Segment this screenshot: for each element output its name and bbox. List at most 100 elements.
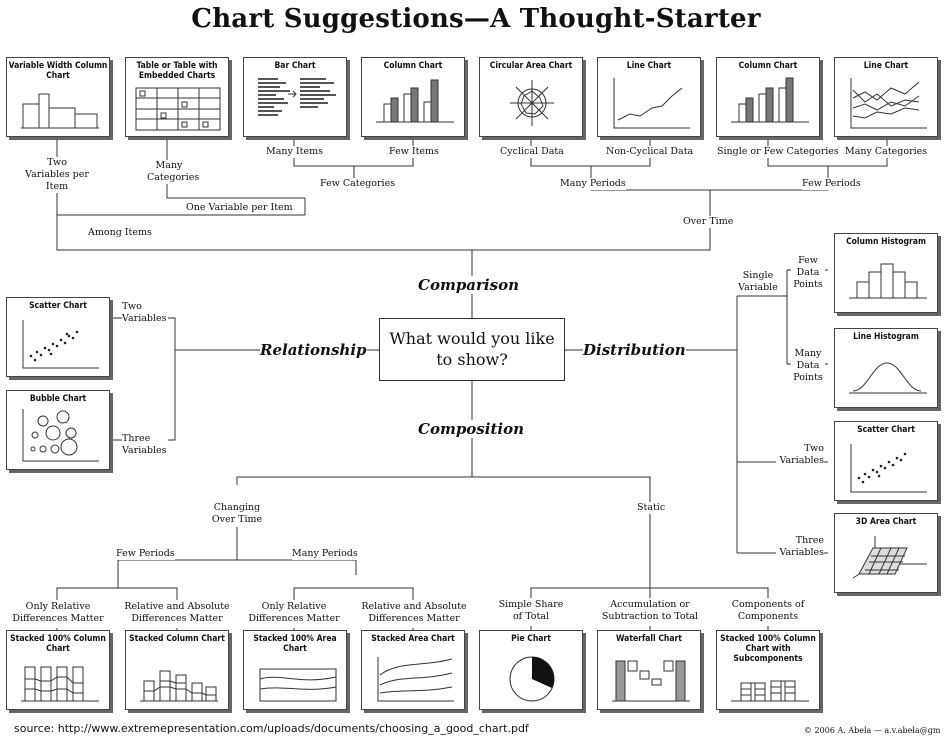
bar-chart-thumbnail <box>258 78 336 116</box>
label-relative-absolute-1: Relative and Absolute Differences Matter <box>122 601 232 625</box>
bubble-chart-thumbnail <box>22 409 99 462</box>
card-title: Column Chart <box>738 61 798 71</box>
card-circular-area-chart: Circular Area Chart <box>479 57 583 137</box>
card-title: Scatter Chart <box>29 301 87 311</box>
card-line-chart-many-categories: Line Chart <box>834 57 938 137</box>
source-citation: source: http://www.extremepresentation.c… <box>14 722 529 735</box>
card-title: Line Chart <box>626 61 672 71</box>
stacked-column-thumbnail <box>140 670 218 702</box>
card-title: Stacked 100% Column Chart with Subcompon… <box>720 634 816 664</box>
card-column-chart-few-items: Column Chart <box>361 57 465 137</box>
card-scatter-chart-relationship: Scatter Chart <box>6 297 110 377</box>
card-title: Line Chart <box>863 61 909 71</box>
table-thumbnail <box>135 87 221 131</box>
label-few-data-points: Few Data Points <box>791 255 825 291</box>
column-chart-thumbnail <box>731 77 809 123</box>
stacked-100-column-thumbnail <box>21 666 99 702</box>
card-bubble-chart: Bubble Chart <box>6 390 110 470</box>
card-title: 3D Area Chart <box>855 517 917 527</box>
branch-distribution: Distribution <box>583 341 686 359</box>
center-question-box: What would you like to show? <box>379 318 565 381</box>
label-many-periods-top: Many Periods <box>560 178 626 190</box>
label-many-data-points: Many Data Points <box>791 348 825 384</box>
variable-width-column-thumbnail <box>21 93 99 129</box>
label-many-periods: Many Periods <box>292 548 358 560</box>
card-stacked-100-column-subcomponents: Stacked 100% Column Chart with Subcompon… <box>716 630 820 710</box>
label-only-relative-1: Only Relative Differences Matter <box>12 601 104 625</box>
label-accumulation: Accumulation or Subtraction to Total <box>595 599 705 623</box>
label-relative-absolute-2: Relative and Absolute Differences Matter <box>359 601 469 625</box>
card-title: Stacked 100% Column Chart <box>10 634 106 654</box>
copyright-notice: © 2006 A. Abela — a.v.abela@gm <box>804 726 941 735</box>
stacked-100-area-thumbnail <box>259 668 337 702</box>
card-pie-chart: Pie Chart <box>479 630 583 710</box>
card-title: Column Histogram <box>846 237 926 247</box>
label-components: Components of Components <box>725 599 811 623</box>
card-column-chart-single-few: Column Chart <box>716 57 820 137</box>
card-title: Waterfall Chart <box>616 634 682 644</box>
card-title: Scatter Chart <box>857 425 915 435</box>
card-title: Stacked Area Chart <box>371 634 455 644</box>
label-few-periods-top: Few Periods <box>802 178 861 190</box>
column-histogram-thumbnail <box>849 263 927 299</box>
multi-line-chart-thumbnail <box>850 78 927 129</box>
card-title: Pie Chart <box>511 634 551 644</box>
label-few-categories: Few Categories <box>320 178 396 190</box>
stacked-area-thumbnail <box>377 657 454 702</box>
card-stacked-100-column-chart: Stacked 100% Column Chart <box>6 630 110 710</box>
label-few-periods: Few Periods <box>116 548 175 560</box>
branch-composition: Composition <box>418 420 524 438</box>
card-table-embedded-charts: Table or Table with Embedded Charts <box>125 57 229 137</box>
label-two-variables-per-item: Two Variables per Item <box>25 157 89 193</box>
card-title: Stacked 100% Area Chart <box>253 634 337 654</box>
label-among-items: Among Items <box>88 227 152 239</box>
card-line-chart-non-cyclical: Line Chart <box>597 57 701 137</box>
card-stacked-area-chart: Stacked Area Chart <box>361 630 465 710</box>
stacked-subcomponents-thumbnail <box>731 680 809 702</box>
card-stacked-100-area-chart: Stacked 100% Area Chart <box>243 630 347 710</box>
label-single-or-few-categories: Single or Few Categories <box>717 146 839 158</box>
pie-chart-thumbnail <box>509 656 555 702</box>
column-chart-thumbnail <box>376 79 454 123</box>
card-title: Line Histogram <box>853 332 919 342</box>
card-title: Table or Table with Embedded Charts <box>136 61 218 81</box>
card-title: Variable Width Column Chart <box>8 61 108 81</box>
branch-relationship: Relationship <box>260 341 367 359</box>
card-title: Circular Area Chart <box>489 61 573 71</box>
card-line-histogram: Line Histogram <box>834 328 938 408</box>
label-one-variable-per-item: One Variable per Item <box>186 202 293 214</box>
circular-area-thumbnail <box>510 80 554 126</box>
label-over-time: Over Time <box>683 216 734 228</box>
label-three-variables-right: Three Variables <box>776 535 824 559</box>
card-waterfall-chart: Waterfall Chart <box>597 630 701 710</box>
label-many-categories-left: Many Categories <box>147 160 200 184</box>
card-title: Stacked Column Chart <box>129 634 225 644</box>
card-column-histogram: Column Histogram <box>834 233 938 313</box>
3d-area-thumbnail <box>852 536 927 579</box>
label-two-variables-right: Two Variables <box>776 443 824 467</box>
branch-comparison: Comparison <box>418 276 519 294</box>
card-title: Column Chart <box>383 61 443 71</box>
page-title: Chart Suggestions—A Thought-Starter <box>191 4 761 34</box>
card-variable-width-column-chart: Variable Width Column Chart <box>6 57 110 137</box>
label-changing-over-time: Changing Over Time <box>207 502 267 526</box>
label-single-variable: Single Variable <box>737 270 779 294</box>
label-cyclical-data: Cyclical Data <box>500 146 564 158</box>
label-two-variables: Two Variables <box>122 301 168 325</box>
label-many-items: Many Items <box>266 146 323 158</box>
label-non-cyclical-data: Non-Cyclical Data <box>606 146 694 158</box>
label-three-variables: Three Variables <box>122 433 168 457</box>
scatter-chart-thumbnail <box>850 444 927 493</box>
card-3d-area-chart: 3D Area Chart <box>834 513 938 593</box>
card-scatter-chart-distribution: Scatter Chart <box>834 421 938 501</box>
line-chart-thumbnail <box>613 78 690 129</box>
scatter-chart-thumbnail <box>22 320 99 369</box>
label-only-relative-2: Only Relative Differences Matter <box>248 601 340 625</box>
card-bar-chart: Bar Chart <box>243 57 347 137</box>
card-title: Bubble Chart <box>29 394 87 404</box>
line-histogram-thumbnail <box>849 362 927 394</box>
card-stacked-column-chart: Stacked Column Chart <box>125 630 229 710</box>
card-title: Bar Chart <box>274 61 316 71</box>
label-few-items: Few Items <box>389 146 439 158</box>
label-many-categories-right: Many Categories <box>845 146 928 158</box>
